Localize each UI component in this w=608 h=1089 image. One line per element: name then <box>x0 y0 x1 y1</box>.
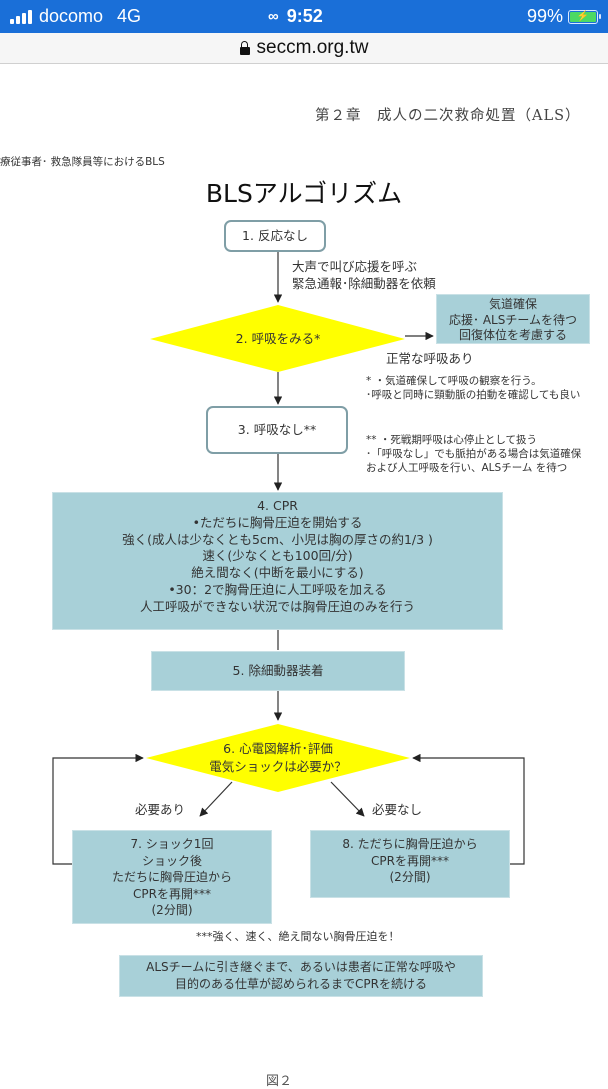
step-8-line-3: (2分間) <box>389 870 431 884</box>
cpr-line-5: •30：2で胸骨圧迫に人工呼吸を加える <box>168 581 387 597</box>
step-4-cpr-box: 4. CPR •ただちに胸骨圧迫を開始する 強く(成人は少なくとも5cm、小児は… <box>52 492 503 630</box>
arrow-6-to-8 <box>330 781 365 817</box>
normal-breathing-label: 正常な呼吸あり <box>386 351 474 366</box>
step-1-label: 1. 反応なし <box>242 228 308 243</box>
step-8-line-2: CPRを再開*** <box>371 853 449 868</box>
cpr-line-1: •ただちに胸骨圧迫を開始する <box>192 514 363 530</box>
decision-diamond-6 <box>146 724 410 792</box>
step-7-line-1: 7. ショック1回 <box>130 837 214 851</box>
cpr-line-3: 速く(少なくとも100回/分) <box>202 548 353 564</box>
note-2-line-3: および人工呼吸を行い、ALSチーム を待つ <box>366 462 568 474</box>
step-6-line-2: 電気ショックは必要か？ <box>209 759 347 774</box>
decision-diamond-2 <box>150 305 405 372</box>
step-6-label: 6. 心電図解析･評価 電気ショックは必要か？ <box>178 740 378 776</box>
step-6-line-1: 6. 心電図解析･評価 <box>223 741 333 756</box>
carrier-name: docomo <box>39 6 104 26</box>
battery-charging-icon: ⚡ <box>568 9 601 24</box>
note-1: * ・気道確保して呼吸の観察を行う。 ･呼吸と同時に頸動脈の拍動を確認しても良い <box>366 374 580 402</box>
note-1-line-2: ･呼吸と同時に頸動脈の拍動を確認しても良い <box>366 389 581 401</box>
step-3-label: 3. 呼吸なし** <box>237 422 317 437</box>
step-7-line-3: ただちに胸骨圧迫から <box>111 870 232 884</box>
step-7-shock-box: 7. ショック1回 ショック後 ただちに胸骨圧迫から CPRを再開*** (2分… <box>72 830 272 924</box>
battery-percent: 99% <box>526 6 563 26</box>
shock-not-needed-label: 必要なし <box>372 802 423 817</box>
action-emergency-call: 緊急通報･除細動器を依頼 <box>292 276 436 291</box>
cpr-line-4: 絶え間なく(中断を最小にする) <box>191 565 364 581</box>
step-5-defibrillator-box: 5. 除細動器装着 <box>151 651 405 691</box>
step-7-line-5: (2分間) <box>151 903 193 917</box>
note-2: ** ・死戦期呼吸は心停止として扱う ･「呼吸なし」でも脈拍がある場合は気道確保… <box>366 433 581 475</box>
wait-als-line: 応援･ ALSチームを待つ <box>449 312 577 327</box>
cpr-line-6: 人工呼吸ができない状況では胸骨圧迫のみを行う <box>139 598 415 614</box>
shock-needed-label: 必要あり <box>135 802 186 817</box>
url-text[interactable]: seccm.org.tw <box>256 37 369 58</box>
step-3-no-breathing: 3. 呼吸なし** <box>206 406 348 454</box>
recovery-position-line: 回復体位を考慮する <box>458 328 567 342</box>
cpr-title: 4. CPR <box>257 498 298 513</box>
link-icon: ∞ <box>268 8 279 25</box>
clock: 9:52 <box>286 6 323 26</box>
cpr-line-2: 強く(成人は少なくとも5cm、小児は胸の厚さの約1/3 ) <box>122 531 433 547</box>
action-call-help: 大声で叫び応援を呼ぶ <box>292 259 418 274</box>
document-page: 第２章 成人の二次救命処置（ALS） 療従事者･ 救急隊員等におけるBLS BL… <box>0 64 608 1089</box>
step-7-line-4: CPRを再開*** <box>133 886 211 901</box>
loop-7-to-6 <box>52 753 144 865</box>
arrow-6-to-7 <box>199 781 233 817</box>
flowchart-connectors <box>52 250 525 865</box>
step-1-no-response: 1. 反応なし <box>224 220 326 252</box>
note-1-line-1: * ・気道確保して呼吸の観察を行う。 <box>366 375 542 387</box>
loop-8-to-6 <box>412 753 525 865</box>
final-line-2: 目的のある仕草が認められるまでCPRを続ける <box>175 977 427 991</box>
step-1-actions: 大声で叫び応援を呼ぶ 緊急通報･除細動器を依頼 <box>292 258 436 292</box>
address-bar[interactable]: seccm.org.tw <box>0 33 608 64</box>
network-type: 4G <box>117 6 142 26</box>
normal-breathing-box: 気道確保 応援･ ALSチームを待つ 回復体位を考慮する <box>436 294 590 344</box>
step-2-label: 2. 呼吸をみる* <box>235 331 321 346</box>
diagram-title: BLSアルゴリズム <box>205 179 403 208</box>
step-8-line-1: 8. ただちに胸骨圧迫から <box>342 837 478 851</box>
step-8-resume-cpr-box: 8. ただちに胸骨圧迫から CPRを再開*** (2分間) <box>310 830 510 898</box>
signal-icon <box>10 9 32 24</box>
airway-line: 気道確保 <box>488 297 537 311</box>
note-2-line-1: ** ・死戦期呼吸は心停止として扱う <box>366 434 538 446</box>
lock-icon <box>239 41 250 55</box>
status-bar: docomo 4G ∞ 9:52 99% ⚡ <box>0 0 608 33</box>
step-7-line-2: ショック後 <box>141 853 202 868</box>
step-5-label: 5. 除細動器装着 <box>232 663 324 678</box>
chapter-header: 第２章 成人の二次救命処置（ALS） <box>315 108 581 124</box>
document-subtitle: 療従事者･ 救急隊員等におけるBLS <box>0 156 165 168</box>
note-2-line-2: ･「呼吸なし」でも脈拍がある場合は気道確保 <box>366 448 582 460</box>
final-line-1: ALSチームに引き継ぐまで、あるいは患者に正常な呼吸や <box>146 960 456 974</box>
note-3: ***強く、速く、絶え間ない胸骨圧迫を！ <box>196 930 400 943</box>
final-instruction-box: ALSチームに引き継ぐまで、あるいは患者に正常な呼吸や 目的のある仕草が認められ… <box>119 955 483 997</box>
